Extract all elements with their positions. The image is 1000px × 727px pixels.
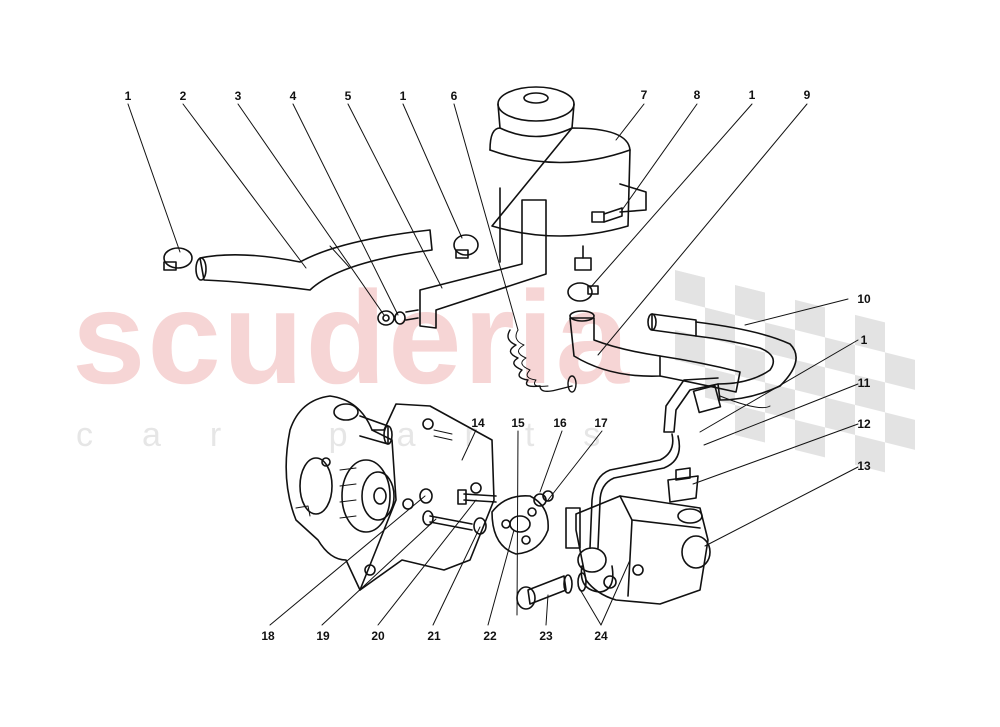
callout-18: 18 xyxy=(261,629,275,643)
callout-10: 10 xyxy=(857,292,871,306)
washer-and-nut xyxy=(377,309,419,326)
watermark-brand: scuderia xyxy=(72,264,631,411)
callout-20: 20 xyxy=(371,629,385,643)
spring-hose xyxy=(507,329,577,393)
callout-23: 23 xyxy=(539,629,553,643)
callout-5: 5 xyxy=(344,89,352,103)
callout-19: 19 xyxy=(316,629,330,643)
leader-lines xyxy=(127,103,859,626)
steel-pipe xyxy=(577,433,681,593)
callout-2: 2 xyxy=(179,89,187,103)
callout-15: 15 xyxy=(511,416,525,430)
drive-adaptor xyxy=(491,490,554,555)
pump-union xyxy=(667,467,699,503)
callout-1d: 1 xyxy=(860,333,868,347)
studs-and-nuts xyxy=(422,429,497,535)
callout-6: 6 xyxy=(450,89,458,103)
callout-1c: 1 xyxy=(748,88,756,102)
banjo-bolt xyxy=(516,572,587,610)
callout-13: 13 xyxy=(857,459,871,473)
callout-21: 21 xyxy=(427,629,441,643)
callout-8: 8 xyxy=(693,88,701,102)
return-hose xyxy=(569,310,741,393)
watermark-subtitle: car parts xyxy=(76,416,650,454)
hose-clamps xyxy=(163,234,599,302)
fluid-reservoir xyxy=(489,86,647,271)
engine-mounting-plate xyxy=(285,395,495,591)
pressure-hose xyxy=(647,313,797,433)
callout-11: 11 xyxy=(857,376,871,390)
callout-12: 12 xyxy=(857,417,871,431)
callout-3: 3 xyxy=(234,89,242,103)
bracket-bolt xyxy=(591,207,623,223)
callout-14: 14 xyxy=(471,416,485,430)
callout-16: 16 xyxy=(553,416,567,430)
callout-24: 24 xyxy=(594,629,608,643)
reservoir-bracket xyxy=(419,187,547,329)
callout-1a: 1 xyxy=(124,89,132,103)
callout-9: 9 xyxy=(803,88,811,102)
callout-22: 22 xyxy=(483,629,497,643)
hose-left xyxy=(195,229,433,291)
callout-4: 4 xyxy=(289,89,297,103)
callout-1b: 1 xyxy=(399,89,407,103)
callout-17: 17 xyxy=(594,416,608,430)
callout-7: 7 xyxy=(640,88,648,102)
